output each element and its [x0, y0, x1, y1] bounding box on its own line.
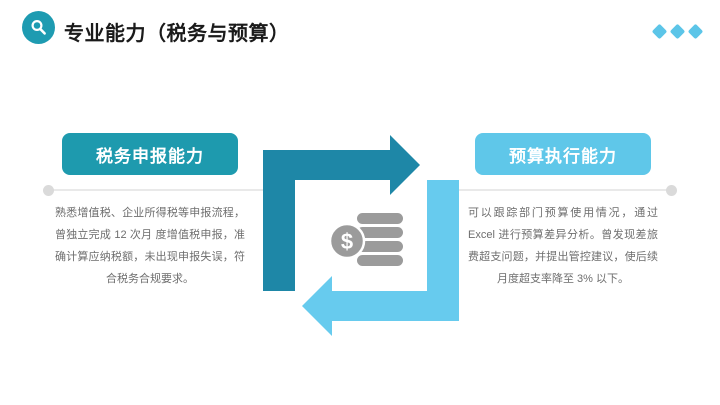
cycle-arrows-graphic: $ — [263, 135, 459, 336]
budget-ability-description: 可以跟踪部门预算使用情况，通过 Excel 进行预算差异分析。曾发现差旅费超支问… — [468, 207, 658, 285]
diamond-icon — [651, 23, 668, 40]
timeline-dot-right — [666, 185, 677, 196]
cycle-arrow-light — [302, 180, 459, 336]
tax-section: 税务申报能力 熟悉增值税、企业所得税等申报流程，曾独立完成 12 次月 度增值税… — [55, 133, 245, 290]
tax-ability-description: 熟悉增值税、企业所得税等申报流程，曾独立完成 12 次月 度增值税申报，准确计算… — [55, 207, 245, 285]
magnifier-icon — [30, 19, 46, 35]
tax-ability-box: 税务申报能力 — [62, 133, 238, 175]
diamond-icon — [687, 23, 704, 40]
timeline-dot-left — [43, 185, 54, 196]
decor-diamonds — [651, 23, 704, 40]
cycle-arrow-dark — [263, 135, 420, 291]
money-coins-icon: $ — [328, 213, 403, 266]
budget-ability-box: 预算执行能力 — [475, 133, 651, 175]
diamond-icon — [669, 23, 686, 40]
dollar-sign: $ — [341, 229, 353, 254]
budget-section: 预算执行能力 可以跟踪部门预算使用情况，通过 Excel 进行预算差异分析。曾发… — [468, 133, 658, 290]
page-title: 专业能力（税务与预算） — [64, 23, 290, 45]
magnifier-icon-badge — [22, 11, 55, 44]
